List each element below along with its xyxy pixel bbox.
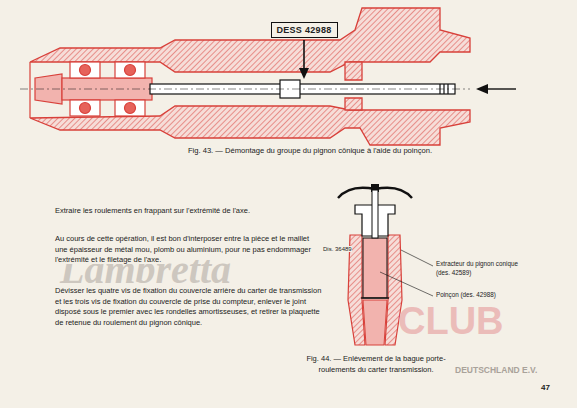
part-label-text: Extracteur du pignon conique (des. 42589… [436, 260, 518, 276]
drawing-reference-box: DESS 42988 [271, 22, 338, 38]
leader-lines [380, 250, 433, 296]
figure-caption: Fig. 44. — Enlèvement de la bague porte-… [298, 354, 454, 375]
body-text: Au cours de cette opération, il est bon … [55, 234, 323, 266]
drawing-number: Dis. 36489 [323, 245, 357, 253]
figure-caption: Fig. 43. — Démontage du groupe du pignon… [150, 146, 470, 157]
body-text-text: Dévisser les quatre vis de fixation du c… [55, 286, 321, 327]
reference-text: DESS 42988 [272, 25, 337, 35]
drawing-number-text: Dis. 36489 [323, 246, 352, 252]
part-label: Poinçon (des. 42988) [436, 291, 536, 300]
force-arrow [299, 40, 516, 94]
watermark: CLUB [398, 302, 548, 340]
watermark: DEUTSCHLAND E.V. [455, 366, 555, 375]
body-text-text: Extraire les roulements en frappant sur … [55, 206, 250, 215]
page-number-text: 47 [541, 383, 550, 392]
body-text-text: Au cours de cette opération, il est bon … [55, 234, 311, 264]
housing-section [30, 8, 470, 145]
punch-shaft [20, 80, 470, 98]
part-label: Extracteur du pignon conique (des. 42589… [436, 260, 528, 278]
bearings [30, 62, 152, 118]
body-text: Dévisser les quatre vis de fixation du c… [55, 286, 323, 328]
figure-caption-text: Fig. 44. — Enlèvement de la bague porte-… [306, 354, 445, 374]
body-text: Extraire les roulements en frappant sur … [55, 206, 323, 217]
watermark-text: DEUTSCHLAND E.V. [455, 365, 537, 375]
page-number: 47 [541, 382, 561, 393]
part-label-text: Poinçon (des. 42988) [436, 291, 496, 298]
watermark-text: CLUB [398, 300, 504, 342]
